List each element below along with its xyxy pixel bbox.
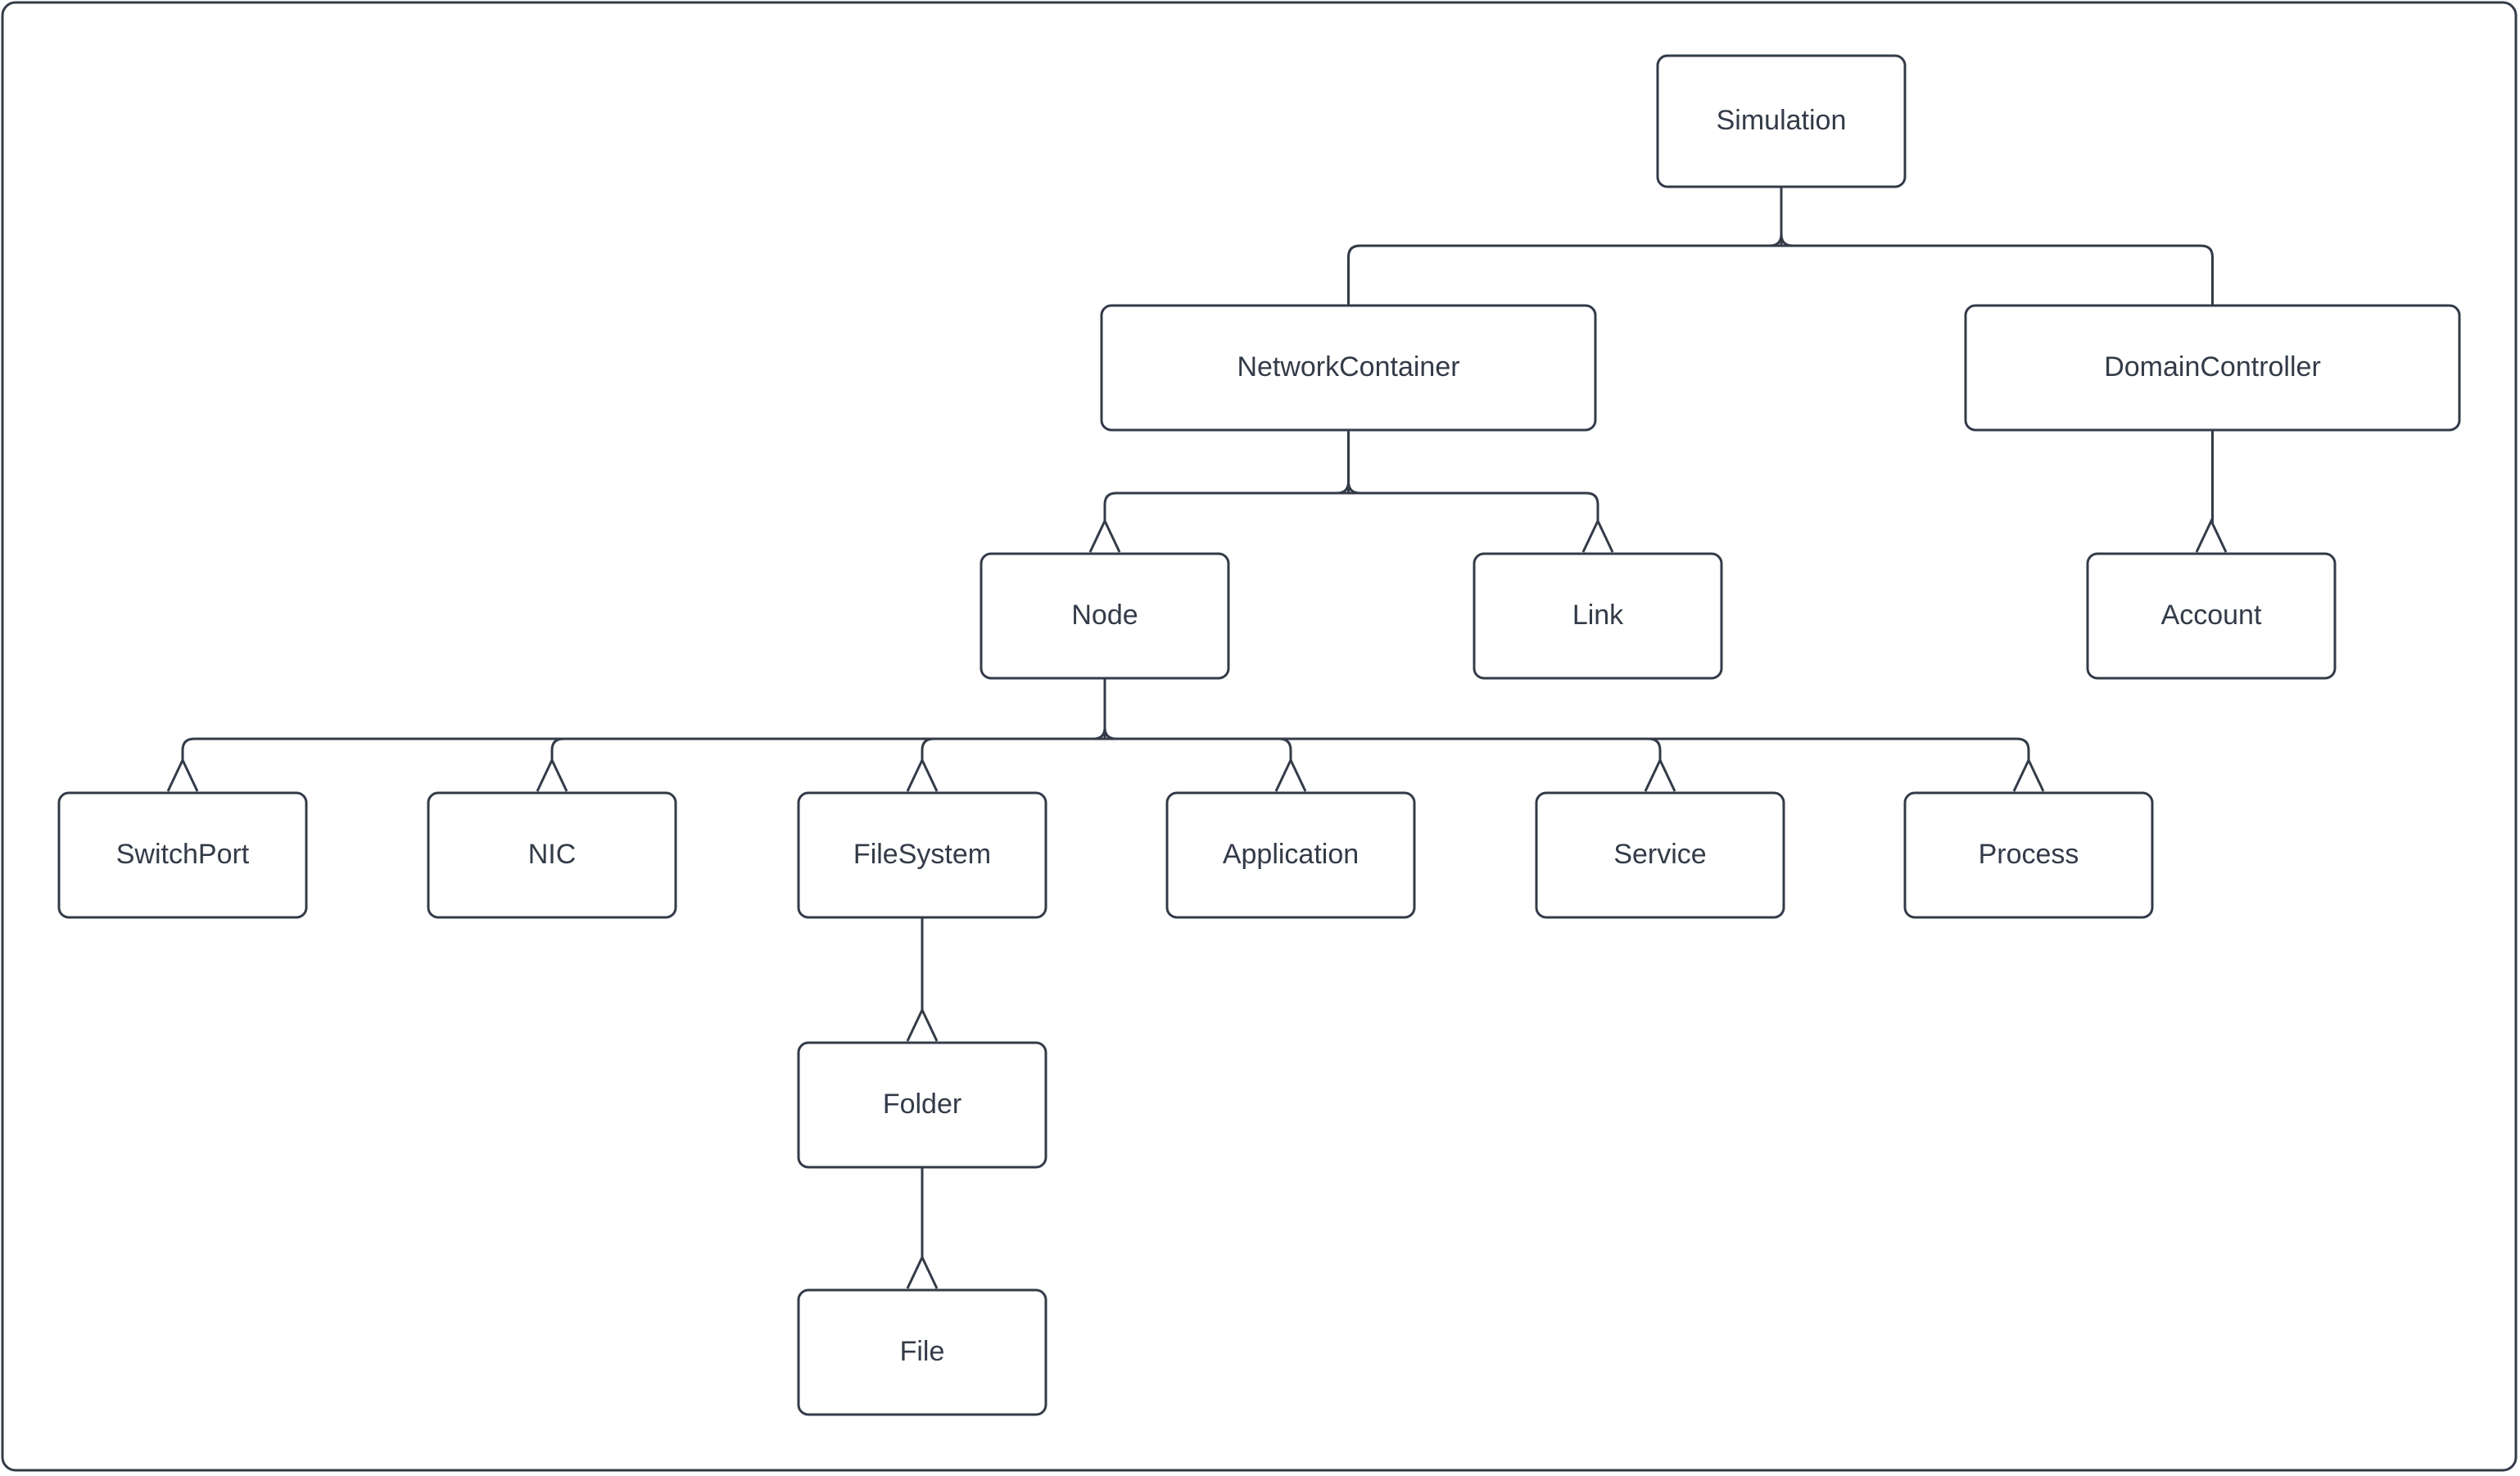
edge-networkcontainer-to-node: [1103, 491, 1349, 523]
class-node-simulation[interactable]: Simulation: [1656, 54, 1907, 188]
class-node-process[interactable]: Process: [1903, 791, 2154, 919]
class-node-filesystem[interactable]: FileSystem: [797, 791, 1047, 919]
class-node-networkcontainer[interactable]: NetworkContainer: [1100, 304, 1597, 432]
generalization-arrow-link: [1581, 518, 1614, 553]
class-node-label-link: Link: [1572, 600, 1624, 631]
class-node-box-process[interactable]: [1903, 791, 2154, 919]
class-node-label-filesystem: FileSystem: [853, 839, 991, 870]
class-node-box-filesystem[interactable]: [797, 791, 1047, 919]
generalization-arrow-file: [906, 1254, 939, 1289]
class-node-label-service: Service: [1613, 839, 1706, 870]
bus-junction-right-networkcontainer: [1347, 481, 1360, 495]
generalization-arrow-nic: [536, 757, 568, 792]
class-node-nic[interactable]: NIC: [427, 791, 677, 919]
generalization-arrow-filesystem: [906, 757, 939, 792]
class-node-account[interactable]: Account: [2086, 552, 2337, 680]
class-node-box-file[interactable]: [797, 1288, 1047, 1416]
class-node-service[interactable]: Service: [1535, 791, 1785, 919]
class-node-application[interactable]: Application: [1165, 791, 1416, 919]
class-node-box-link[interactable]: [1473, 552, 1723, 680]
class-node-label-folder: Folder: [883, 1089, 961, 1120]
class-node-folder[interactable]: Folder: [797, 1041, 1047, 1169]
class-node-label-process: Process: [1979, 839, 2079, 870]
class-node-link[interactable]: Link: [1473, 552, 1723, 680]
class-node-switchport[interactable]: SwitchPort: [57, 791, 308, 919]
edge-simulation-to-networkcontainer: [1347, 244, 1781, 306]
class-node-box-service[interactable]: [1535, 791, 1785, 919]
generalization-arrow-folder: [906, 1007, 939, 1042]
class-node-file[interactable]: File: [797, 1288, 1047, 1416]
edge-node-to-nic: [550, 737, 1105, 762]
class-node-box-nic[interactable]: [427, 791, 677, 919]
class-node-label-domaincontroller: DomainController: [2104, 351, 2321, 383]
generalization-arrow-process: [2012, 757, 2045, 792]
generalization-arrow-service: [1644, 757, 1676, 792]
class-node-label-switchport: SwitchPort: [116, 839, 250, 870]
class-node-label-account: Account: [2161, 600, 2262, 631]
class-node-box-node[interactable]: [979, 552, 1230, 680]
class-node-label-node: Node: [1071, 600, 1138, 631]
generalization-arrow-node: [1088, 518, 1121, 553]
class-node-label-nic: NIC: [528, 839, 577, 870]
generalization-arrow-account: [2195, 518, 2228, 553]
edge-node-to-filesystem: [921, 737, 1105, 762]
class-node-box-application[interactable]: [1165, 791, 1416, 919]
class-node-domaincontroller[interactable]: DomainController: [1964, 304, 2461, 432]
class-node-box-domaincontroller[interactable]: [1964, 304, 2461, 432]
class-node-box-networkcontainer[interactable]: [1100, 304, 1597, 432]
class-node-box-switchport[interactable]: [57, 791, 308, 919]
bus-junction-right-simulation: [1780, 233, 1794, 247]
class-node-box-folder[interactable]: [797, 1041, 1047, 1169]
generalization-arrow-switchport: [166, 757, 199, 792]
bus-junction-right-node: [1103, 727, 1117, 740]
edge-networkcontainer-to-link: [1348, 491, 1599, 523]
edges-layer: [166, 187, 2228, 1289]
edge-node-to-process: [1105, 737, 2030, 762]
class-node-label-simulation: Simulation: [1717, 105, 1847, 136]
class-node-box-simulation[interactable]: [1656, 54, 1907, 188]
edge-node-to-switchport: [181, 737, 1105, 762]
class-node-label-application: Application: [1223, 839, 1359, 870]
class-node-label-file: File: [900, 1336, 945, 1367]
class-node-node[interactable]: Node: [979, 552, 1230, 680]
edge-simulation-to-domaincontroller: [1781, 244, 2214, 306]
class-node-box-account[interactable]: [2086, 552, 2337, 680]
class-node-label-networkcontainer: NetworkContainer: [1237, 351, 1459, 383]
generalization-arrow-application: [1274, 757, 1307, 792]
